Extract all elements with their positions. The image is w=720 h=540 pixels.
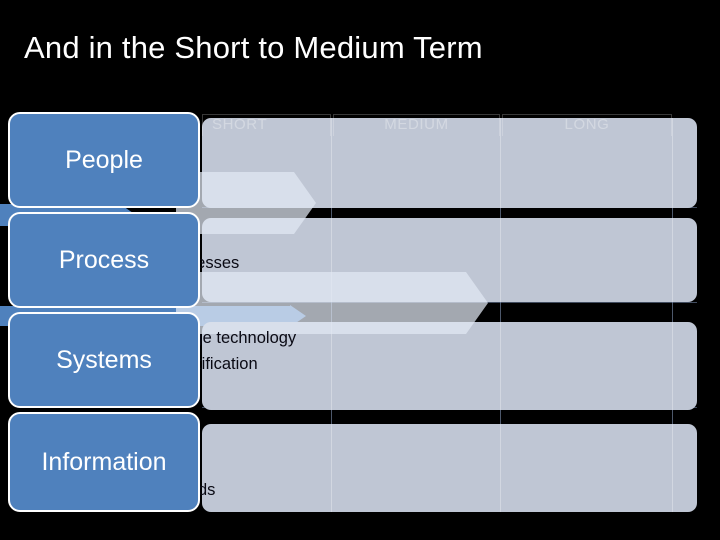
category-label: Systems	[56, 345, 152, 374]
roadmap-matrix-diagram: People Process Systems Information	[0, 112, 720, 518]
category-chip-people[interactable]: People	[8, 112, 200, 208]
category-label: Information	[41, 447, 167, 476]
col-divider-gap-b2	[500, 298, 501, 322]
category-label: Process	[58, 245, 150, 274]
column-header-medium: MEDIUM	[384, 116, 449, 133]
column-header-band: SHORT MEDIUM LONG	[202, 114, 697, 136]
progress-arrow-pale-2	[176, 272, 466, 334]
col-divider-gap-b1	[500, 198, 501, 224]
col-head-box-long	[502, 114, 672, 136]
col-divider-gap-c2	[672, 298, 673, 322]
col-head-box-medium	[333, 114, 500, 136]
col-head-box-short	[202, 114, 331, 136]
column-header-long: LONG	[564, 116, 610, 133]
col-divider-gap-b3	[500, 400, 501, 426]
col-divider-gap-c3	[672, 400, 673, 426]
col-divider-gap-a1	[331, 198, 332, 224]
page-title: And in the Short to Medium Term	[24, 30, 483, 65]
category-chip-systems[interactable]: Systems	[8, 312, 200, 408]
col-divider-gap-c1	[672, 198, 673, 224]
column-header-short: SHORT	[212, 116, 268, 133]
col-divider-gap-a3	[331, 400, 332, 426]
category-chip-process[interactable]: Process	[8, 212, 200, 308]
category-label: People	[65, 145, 143, 174]
category-chip-information[interactable]: Information	[8, 412, 200, 512]
